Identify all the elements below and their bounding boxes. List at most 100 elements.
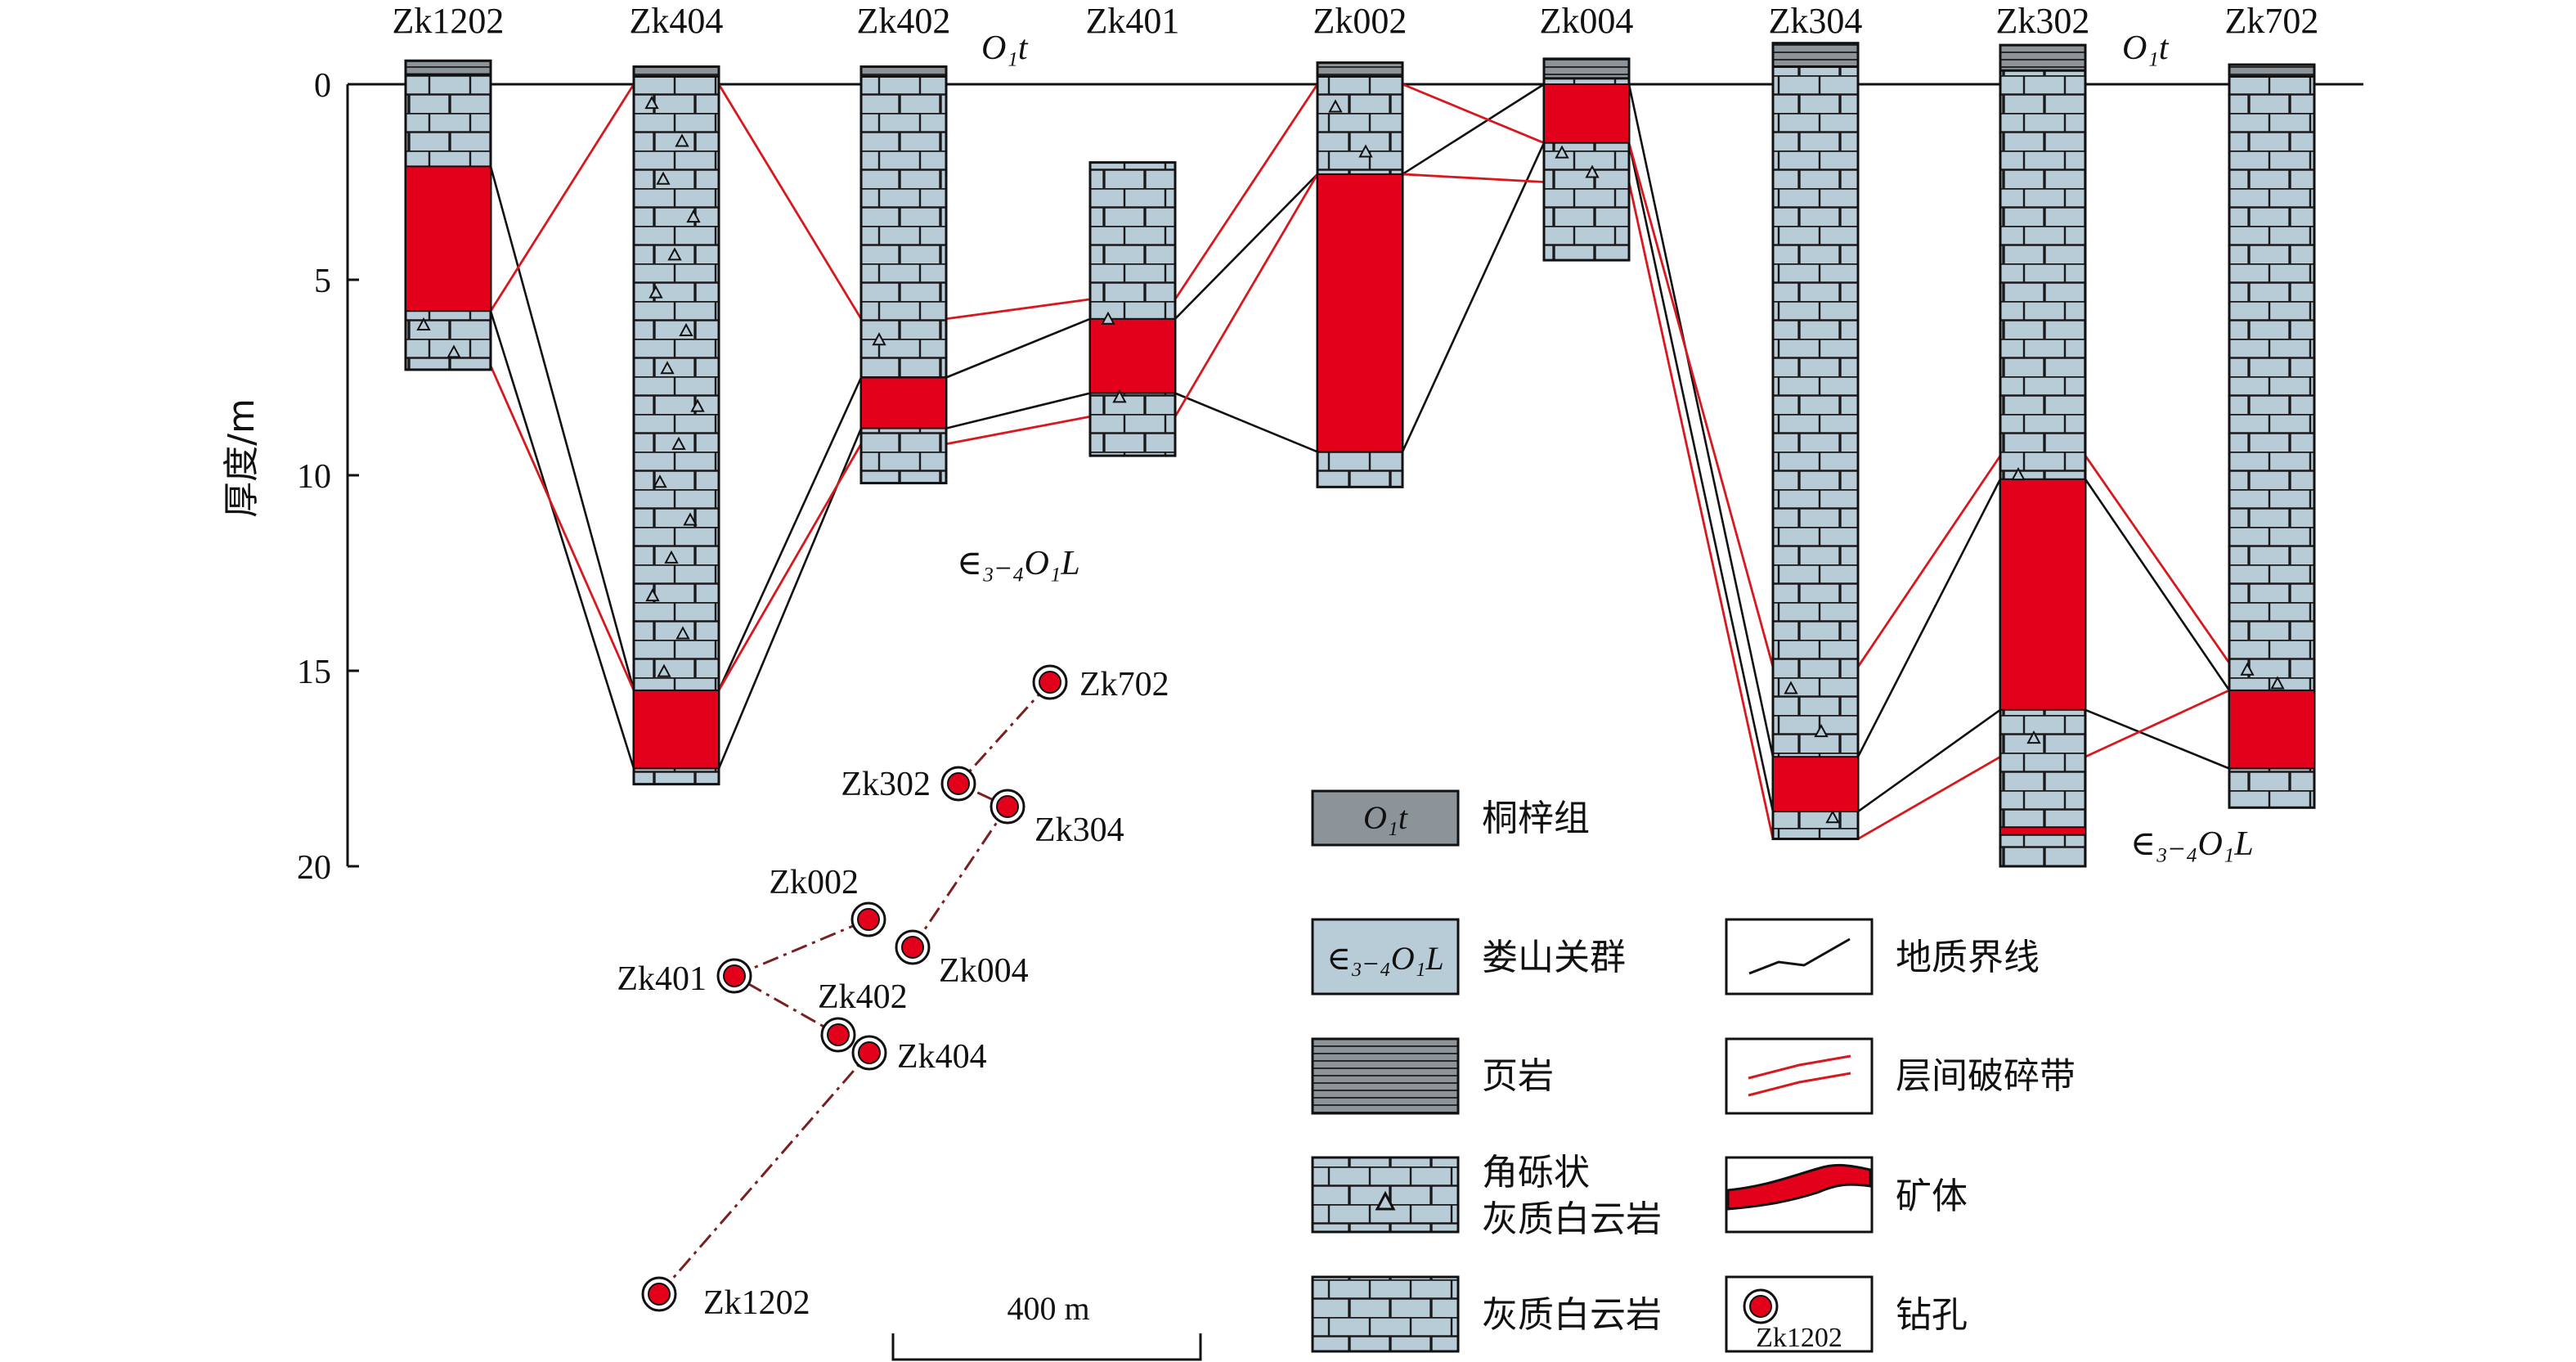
shale-layer (1771, 42, 1860, 68)
svg-text:页岩: 页岩 (1482, 1055, 1554, 1097)
breccia-triangle-icon (675, 626, 690, 640)
ore-body (405, 165, 491, 312)
svg-text:层间破碎带: 层间破碎带 (1896, 1055, 2076, 1097)
column-label: Zk402 (857, 1, 951, 41)
svg-text:钻孔: 钻孔 (1896, 1294, 1968, 1336)
drill-column-zk401: Zk401 (1086, 1, 1180, 457)
dolomite-fill (1999, 43, 2087, 868)
shale-layer (859, 65, 948, 78)
lsg-label-middle: ∈₃₋₄O₁L (957, 545, 1080, 582)
column-label: Zk702 (2225, 1, 2319, 41)
ore-body (1089, 317, 1176, 394)
breccia-triangle-icon (1784, 681, 1798, 694)
map-drill-zk004: Zk004 (895, 929, 1029, 990)
shale-layer (1316, 61, 1404, 78)
y-tick-label: 0 (314, 67, 331, 105)
map-drill-label: Zk702 (1079, 666, 1169, 703)
ore-body (2228, 689, 2315, 770)
breccia-triangle-icon (1555, 145, 1569, 159)
column-label: Zk002 (1313, 1, 1407, 41)
legend-dolomite: 灰质白云岩 (1311, 1275, 1662, 1353)
drill-column-zk002: Zk002 (1313, 1, 1407, 488)
map-drill-zk401: Zk401 (617, 958, 752, 998)
fracture-line-icon-2 (1748, 1072, 1851, 1097)
legend-fracture: 层间破碎带 (1725, 1037, 2076, 1115)
breccia-triangle-icon (653, 474, 667, 488)
legend-o1t: O₁t 桐梓组 (1311, 789, 1590, 847)
shale-layer (1999, 43, 2087, 72)
y-tick-label: 10 (297, 458, 331, 496)
ore-body-icon (1726, 1163, 1872, 1211)
breccia-triangle-icon (671, 436, 686, 450)
svg-text:灰质白云岩: 灰质白云岩 (1482, 1294, 1662, 1336)
boundary-line-icon (1748, 937, 1851, 975)
breccia-triangle-icon (657, 663, 671, 677)
o1t-label-left: O₁t (981, 29, 1029, 67)
breccia-triangle-icon (679, 322, 693, 336)
map-drill-label: Zk402 (818, 978, 908, 1016)
y-tick-label: 5 (314, 263, 331, 300)
svg-text:矿体: 矿体 (1896, 1175, 1968, 1217)
dolomite-fill (1771, 42, 1860, 841)
fracture-line-icon-1 (1748, 1054, 1851, 1080)
ore-body (1317, 173, 1403, 453)
breccia-triangle-icon (872, 332, 886, 346)
map-line-middle (731, 918, 870, 1054)
map-drill-label: Zk004 (939, 952, 1029, 990)
breccia-triangle-icon (2011, 466, 2026, 481)
breccia-triangle-icon (1585, 164, 1600, 178)
map-drill-zk002: Zk002 (769, 864, 886, 937)
scale-bar: 400 m (891, 1290, 1202, 1361)
y-tick-label: 15 (297, 654, 331, 691)
column-label: Zk004 (1540, 1, 1634, 41)
column-label: Zk404 (630, 1, 724, 41)
map-drill-label: Zk002 (769, 864, 859, 901)
map-drill-label: Zk1202 (703, 1284, 810, 1322)
svg-text:O₁t: O₁t (1363, 799, 1408, 836)
svg-text:桐梓组: 桐梓组 (1482, 798, 1590, 839)
ore-body (1772, 756, 1859, 813)
breccia-triangle-icon (648, 285, 663, 299)
legend-shale: 页岩 (1311, 1037, 1554, 1115)
map-drill-label: Zk404 (897, 1038, 987, 1076)
svg-text:角砾状: 角砾状 (1482, 1152, 1590, 1193)
drill-column-zk304: Zk304 (1769, 1, 1863, 841)
breccia-triangle-icon (675, 133, 689, 147)
correlation-lines (489, 83, 2231, 840)
breccia-triangle-icon (660, 361, 675, 375)
breccia-triangle-icon (447, 344, 461, 358)
lsg-label-right: ∈₃₋₄O₁L (2130, 825, 2254, 863)
column-label: Zk1202 (393, 1, 505, 41)
map-drill-label: Zk401 (617, 960, 707, 998)
breccia-triangle-icon (416, 317, 431, 330)
legend-breccia-dolomite: 角砾状 灰质白云岩 (1311, 1152, 1662, 1240)
column-label: Zk302 (1996, 1, 2090, 41)
shale-layer (632, 65, 720, 78)
dolomite-fill (2228, 63, 2316, 809)
breccia-triangle-icon (1825, 810, 1840, 824)
breccia-triangle-icon (1328, 99, 1343, 113)
shale-layer (404, 59, 492, 76)
breccia-triangle-icon (2240, 662, 2255, 676)
map-drill-label: Zk304 (1034, 811, 1124, 849)
ore-body (633, 689, 720, 770)
breccia-triangle-icon (1101, 311, 1115, 325)
map-drill-zk1202: Zk1202 (641, 1276, 810, 1322)
map-line-upper (911, 681, 1052, 948)
breccia-triangle-icon (2026, 730, 2041, 744)
legend-lsg: ∈₃₋₄O₁L 娄山关群 (1311, 918, 1626, 996)
y-axis-label: 厚度/m (221, 398, 263, 518)
breccia-triangle-icon (656, 171, 671, 185)
column-label: Zk401 (1086, 1, 1180, 41)
drill-column-zk004: Zk004 (1540, 1, 1634, 262)
column-label: Zk304 (1769, 1, 1863, 41)
ore-body (860, 376, 947, 429)
map-drill-zk702: Zk702 (1032, 664, 1169, 703)
ore-body (1999, 478, 2086, 711)
legend-boundary: 地质界线 (1725, 918, 2040, 996)
breccia-triangle-icon (686, 209, 701, 223)
ore-body (1999, 826, 2086, 836)
svg-text:∈₃₋₄O₁L: ∈₃₋₄O₁L (1326, 940, 1444, 977)
